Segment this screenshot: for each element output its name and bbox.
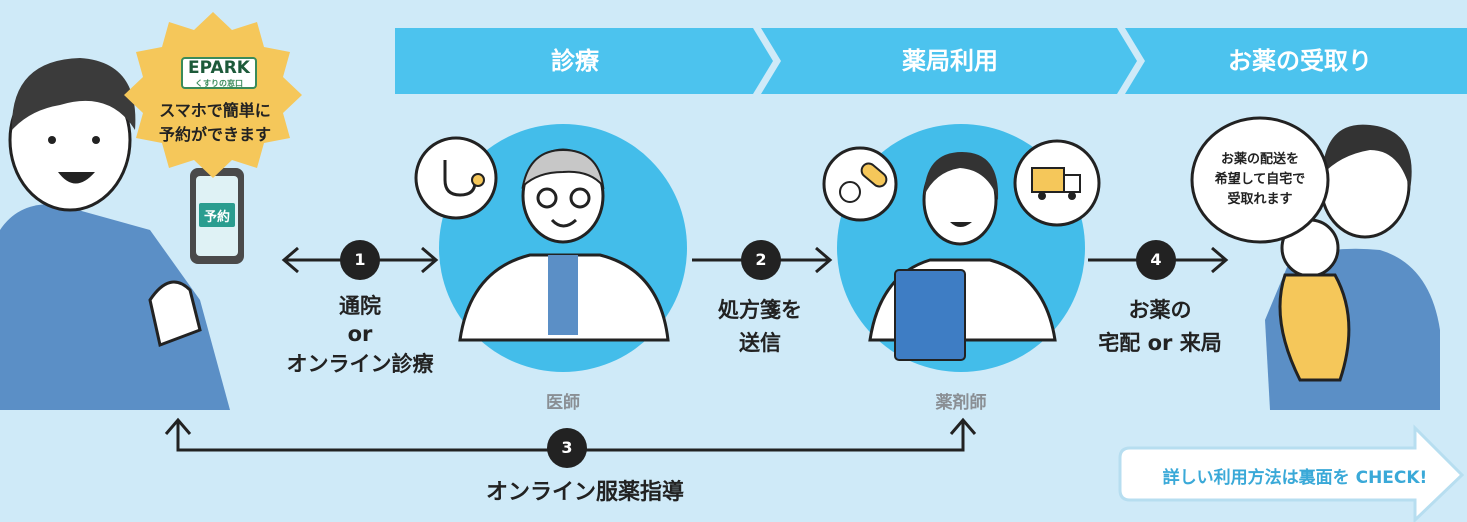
pharmacist-label: 薬剤師	[935, 393, 987, 413]
epark-badge	[124, 12, 302, 178]
step-1-badge: 1	[340, 240, 380, 280]
doctor-label: 医師	[546, 393, 580, 413]
step-2-line2: 送信	[739, 331, 781, 355]
phone-reserve-label: 予約	[203, 210, 230, 225]
pill-bubble	[822, 146, 898, 222]
step-chevron-diagnosis	[395, 28, 773, 94]
step-3-label: オンライン服薬指導	[485, 480, 684, 505]
delivery-bubble-line2: 希望して自宅で	[1214, 172, 1306, 187]
epark-badge-line1: スマホで簡単に	[159, 101, 271, 120]
check-cta-text[interactable]: 詳しい利用方法は裏面を CHECK!	[1162, 468, 1428, 488]
step-header-bar: 診療 薬局利用 お薬の受取り	[395, 28, 1467, 94]
step-header-shapes	[395, 28, 1467, 94]
doctor-illustration	[439, 124, 687, 372]
check-cta-arrow[interactable]	[1118, 424, 1465, 522]
delivery-truck-bubble	[1013, 139, 1101, 227]
delivery-bubble-line1: お薬の配送を	[1220, 152, 1299, 167]
step-4-line1: お薬の	[1128, 298, 1192, 322]
smartphone-icon	[190, 168, 244, 264]
mother-baby-illustration	[1265, 124, 1440, 410]
step-chevron-pharmacy	[761, 28, 1137, 94]
step-chevron-receive	[1125, 28, 1467, 94]
patient-illustration	[0, 58, 230, 410]
step-4-line2: 宅配 or 来局	[1098, 331, 1222, 355]
step-1-line2: or	[347, 322, 373, 346]
step-2-line1: 処方箋を	[718, 298, 802, 322]
epark-logo-sub: くすりの窓口	[195, 79, 243, 88]
step-diagnosis-label: 診療	[551, 47, 599, 75]
stethoscope-bubble	[414, 136, 498, 220]
step-pharmacy-label: 薬局利用	[902, 47, 998, 75]
delivery-bubble-line3: 受取れます	[1227, 192, 1293, 207]
step-3-badge: 3	[547, 428, 587, 468]
step-1-line1: 通院	[339, 294, 381, 318]
step-4-badge: 4	[1136, 240, 1176, 280]
step-receive-label: お薬の受取り	[1228, 47, 1372, 75]
epark-logo: EPARK	[188, 58, 250, 78]
epark-badge-line2: 予約ができます	[158, 125, 271, 144]
step-2-badge: 2	[741, 240, 781, 280]
delivery-speech-bubble	[1190, 116, 1330, 244]
step-1-line3: オンライン診療	[286, 352, 434, 376]
